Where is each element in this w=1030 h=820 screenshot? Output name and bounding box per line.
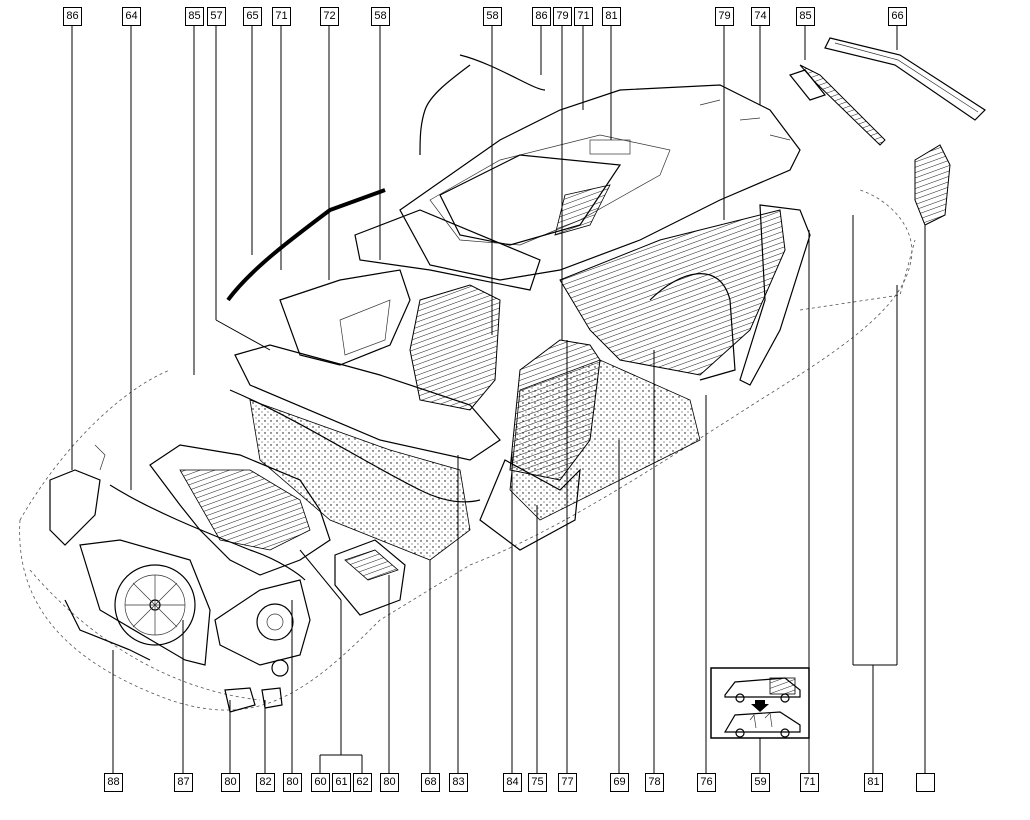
headlight-bracket (94, 444, 106, 471)
callout-87: 87 (174, 773, 193, 792)
windscreen-seal-left (226, 188, 386, 302)
bumper-wiring (64, 599, 151, 661)
sunroof-frame (439, 154, 622, 246)
rear-window-seal (824, 37, 986, 121)
callout-80-third: 80 (380, 773, 399, 792)
rear-light-cluster (914, 144, 951, 226)
rear-side-panel (739, 204, 811, 386)
wiring-harness (229, 389, 481, 503)
callout-81-bottom (916, 773, 935, 792)
callout-66: 66 (888, 7, 907, 26)
callout-72: 72 (320, 7, 339, 26)
callout-80: 80 (221, 773, 240, 792)
air-intake-box (149, 444, 331, 576)
battery (334, 539, 406, 616)
callout-79-right: 79 (715, 7, 734, 26)
callout-60: 60 (311, 773, 330, 792)
callout-88: 88 (104, 773, 123, 792)
car-body-outline (19, 189, 916, 711)
callout-80-second: 80 (283, 773, 302, 792)
radiator-fan (79, 539, 211, 666)
leader-lines (71, 26, 926, 773)
headlamp-unit (214, 579, 311, 677)
front-cross-member (109, 484, 306, 581)
door-trim-panel (279, 269, 411, 366)
callout-82: 82 (256, 773, 275, 792)
callout-78: 78 (645, 773, 664, 792)
callout-59: 71 (800, 773, 819, 792)
callout-86-right: 86 (532, 7, 551, 26)
callout-85: 85 (185, 7, 204, 26)
callout-77: 77 (558, 773, 577, 792)
rear-seat (559, 209, 786, 381)
fog-light (224, 687, 256, 713)
fog-light-bracket (261, 687, 283, 709)
callout-71-center: 71 (574, 7, 593, 26)
callout-84: 84 (503, 773, 522, 792)
front-seat-left (409, 284, 501, 411)
callout-71-bottom: 81 (864, 773, 883, 792)
callout-86: 86 (63, 7, 82, 26)
callout-58: 58 (371, 7, 390, 26)
callout-58-right: 58 (483, 7, 502, 26)
callout-83: 83 (449, 773, 468, 792)
callout-61: 61 (332, 773, 351, 792)
callout-64: 64 (122, 7, 141, 26)
callout-74: 74 (751, 7, 770, 26)
callout-68: 68 (421, 773, 440, 792)
callout-65: 65 (243, 7, 262, 26)
front-seat (479, 339, 601, 551)
callout-76: 76 (697, 773, 716, 792)
roof-panel (399, 84, 801, 281)
callout-62: 62 (353, 773, 372, 792)
callout-71: 71 (272, 7, 291, 26)
headlight-housing (49, 469, 101, 546)
callout-79: 79 (553, 7, 572, 26)
callout-91: 59 (751, 773, 770, 792)
rear-wiper-assembly (788, 64, 886, 146)
dashboard (234, 344, 501, 561)
callout-85-right: 85 (796, 7, 815, 26)
callout-69: 69 (610, 773, 629, 792)
rear-parcel-shelf (354, 209, 541, 291)
callout-75: 75 (528, 773, 547, 792)
down-arrow-icon (751, 700, 769, 712)
callout-57: 57 (207, 7, 226, 26)
antenna-cable (419, 54, 546, 156)
callout-81: 81 (602, 7, 621, 26)
